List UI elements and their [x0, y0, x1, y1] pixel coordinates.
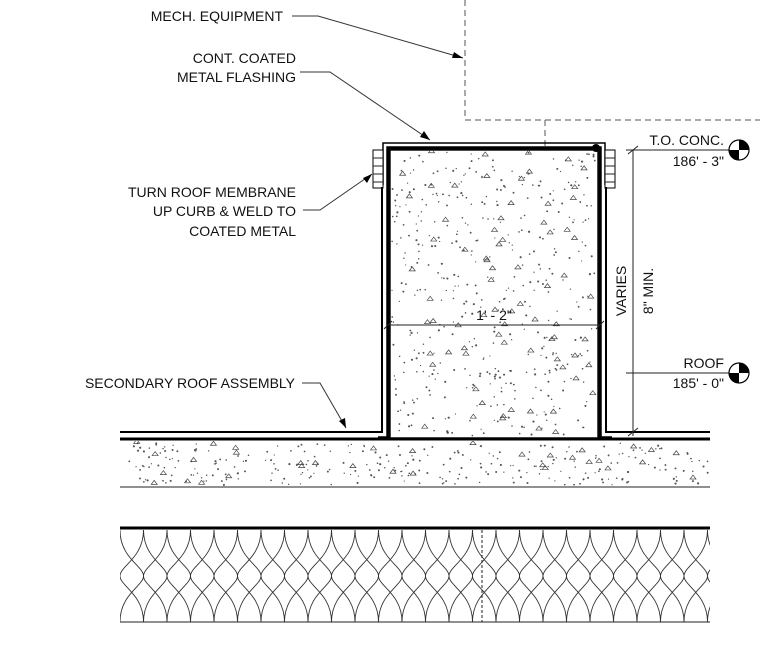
elevation-top-value: 186' - 3" [673, 153, 724, 169]
dimension-width [383, 320, 605, 330]
membrane-weld-left [372, 149, 384, 189]
elevation-roof-name: ROOF [684, 355, 724, 371]
curb-concrete-texture [391, 150, 597, 437]
dimension-min-height: 8" MIN. [640, 268, 656, 314]
label-flashing-line2: METAL FLASHING [177, 69, 296, 85]
mech-equipment-outline [464, 0, 760, 146]
elevation-top-name: T.O. CONC. [649, 132, 724, 148]
label-membrane-line2: UP CURB & WELD TO [153, 203, 296, 219]
elevation-marker-top [728, 139, 750, 161]
insulation [120, 526, 710, 623]
dimension-varies: VARIES [613, 266, 629, 316]
label-flashing-line1: CONT. COATED [193, 50, 296, 66]
label-secondary-roof: SECONDARY ROOF ASSEMBLY [85, 375, 296, 391]
label-mech-equipment: MECH. EQUIPMENT [151, 8, 284, 24]
dimension-height [626, 145, 734, 437]
elevation-marker-roof [728, 362, 750, 384]
slab-concrete-texture [128, 441, 709, 486]
elevation-roof-value: 185' - 0" [673, 375, 724, 391]
roof-membrane [120, 187, 710, 441]
concrete-slab [120, 441, 710, 488]
label-membrane-line3: COATED METAL [189, 223, 296, 239]
label-membrane-line1: TURN ROOF MEMBRANE [128, 184, 296, 200]
leader-lines [292, 15, 464, 429]
dimension-curb-width: 1' - 2" [476, 307, 512, 323]
concrete-curb [389, 149, 599, 439]
membrane-weld-right [604, 149, 616, 189]
